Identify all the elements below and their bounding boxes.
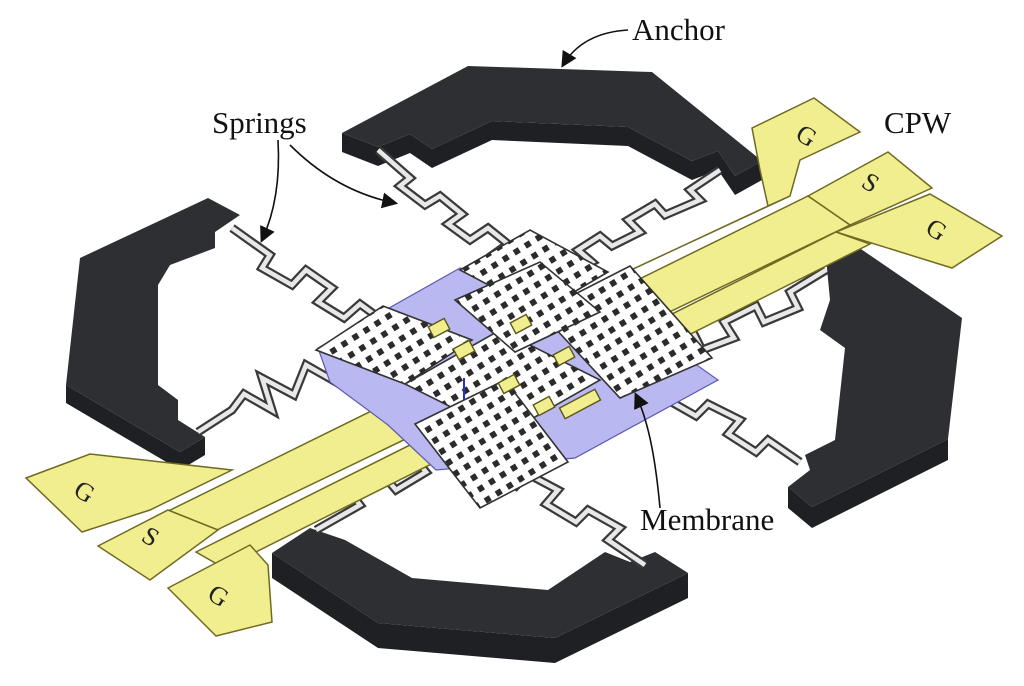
anchor-label: Anchor (632, 12, 726, 47)
cpw-label: CPW (884, 105, 952, 140)
membrane (314, 229, 720, 510)
springs-leader-1 (260, 139, 280, 243)
anchor-left (66, 198, 240, 470)
cpw-pad-g-right (833, 193, 1004, 269)
membrane-label: Membrane (640, 502, 774, 537)
springs-leader-2 (289, 144, 399, 209)
anchor-leader (561, 29, 629, 68)
cpw-pad-s-bottom (96, 509, 220, 581)
anchor-bottom (272, 528, 688, 663)
anchor-top (342, 66, 762, 195)
membrane-leader (634, 392, 661, 509)
cpw-pad-g-top (751, 97, 862, 208)
cpw-pad-g-left (24, 453, 235, 533)
anchor-right (788, 245, 962, 528)
cpw-pad-g-bottom (166, 544, 273, 637)
springs-label: Springs (212, 105, 307, 140)
